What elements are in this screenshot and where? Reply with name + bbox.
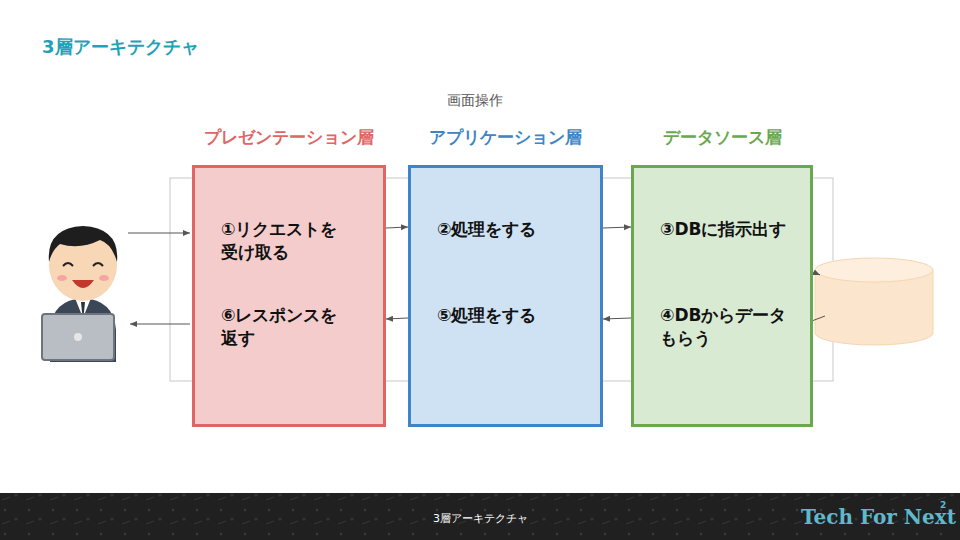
flow-arrow xyxy=(386,318,408,319)
database-cylinder xyxy=(815,258,933,345)
footer-bar xyxy=(0,493,960,540)
brand-mark: 2 xyxy=(940,500,946,510)
step-text: ⑤処理をする xyxy=(437,304,592,327)
step-text: ④DBからデータ もらう xyxy=(660,304,802,350)
application-layer-box: アプリケーション層②処理をする⑤処理をする xyxy=(408,165,603,427)
user-illustration xyxy=(42,226,117,362)
user-arrow xyxy=(130,324,190,325)
footer-caption: 3層アーキテクチャ xyxy=(433,511,528,526)
layer-heading: アプリケーション層 xyxy=(429,126,582,149)
presentation-layer-box: プレゼンテーション層①リクエストを 受け取る⑥レスポンスを 返す xyxy=(192,165,386,427)
page-title: 3層アーキテクチャ xyxy=(42,35,199,59)
datasource-layer-box: データソース層③DBに指示出す④DBからデータ もらう xyxy=(631,165,813,427)
footer-texture xyxy=(0,493,960,540)
flow-arrow xyxy=(386,227,408,228)
user-arrow xyxy=(128,233,190,234)
flow-arrow xyxy=(603,227,631,228)
step-text: ②処理をする xyxy=(437,218,592,241)
step-text: ①リクエストを 受け取る xyxy=(221,218,375,264)
operation-label: 画面操作 xyxy=(447,92,503,110)
flow-arrow xyxy=(603,318,631,319)
step-text: ③DBに指示出す xyxy=(660,218,802,241)
layer-heading: データソース層 xyxy=(663,126,782,149)
brand-logo: Tech For Next xyxy=(801,505,956,529)
step-text: ⑥レスポンスを 返す xyxy=(221,304,375,350)
layer-heading: プレゼンテーション層 xyxy=(204,126,374,149)
